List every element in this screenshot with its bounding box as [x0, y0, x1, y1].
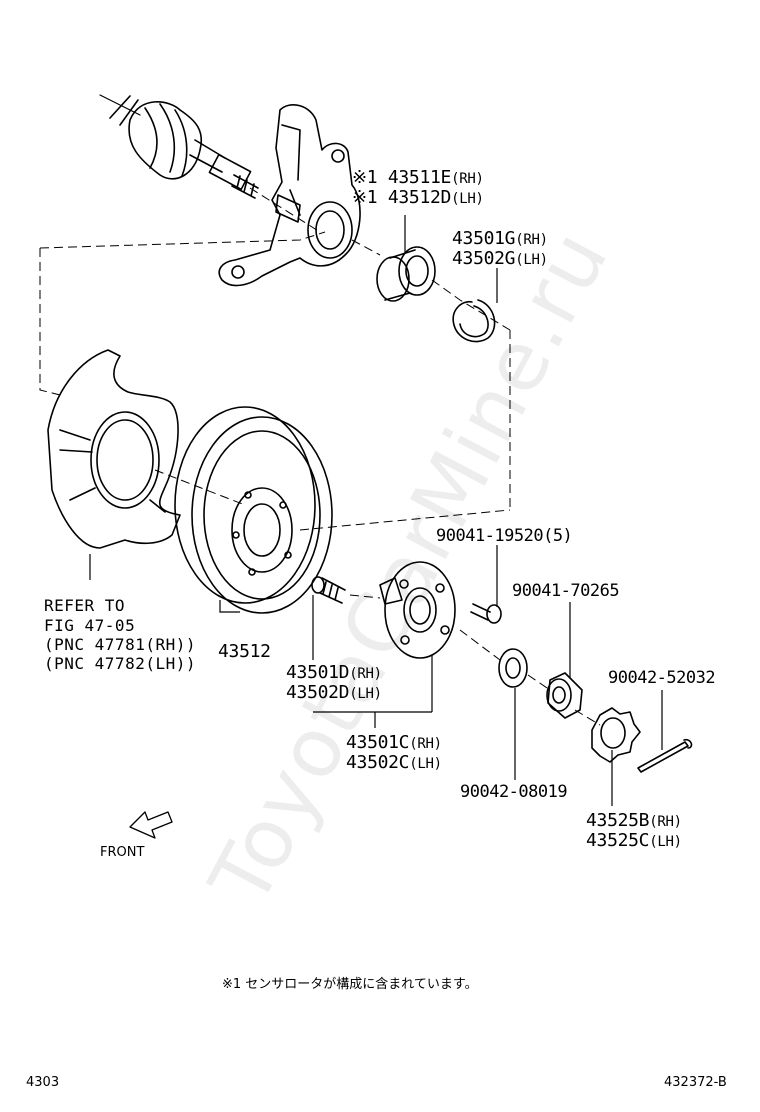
- nut-lock-cap: [591, 707, 641, 763]
- disc-dust-cover: [47, 349, 181, 549]
- refer-note-line1: REFER TO: [44, 596, 126, 615]
- illustration-code: 432372-B: [664, 1075, 727, 1090]
- brake-disc-rotor: [174, 406, 333, 614]
- cotter-pin: [637, 738, 693, 773]
- label-43511e: ※1 43511E(RH): [352, 167, 484, 188]
- footnote: ※1 センサロータが構成に含まれています。: [222, 977, 478, 992]
- label-43501g: 43501G(RH): [452, 228, 548, 249]
- refer-note-line2: FIG 47-05: [44, 616, 136, 635]
- front-label: FRONT: [100, 845, 145, 860]
- label-43502d: 43502D(LH): [286, 682, 382, 703]
- refer-note-line3: (PNC 47781(RH)): [44, 635, 196, 654]
- refer-note-line4: (PNC 47782(LH)): [44, 654, 196, 673]
- page-number: 4303: [26, 1075, 60, 1090]
- snap-ring: [452, 299, 496, 343]
- hub-mounting-bolt: [470, 603, 502, 624]
- steering-knuckle: [218, 104, 361, 287]
- leader-lines: [89, 215, 663, 806]
- lock-nut: [546, 672, 583, 719]
- label-43512d: ※1 43512D(LH): [352, 187, 484, 208]
- wheel-bearing: [376, 246, 436, 302]
- assembly-guide-lines: [39, 187, 601, 726]
- label-90042-52032: 90042-52032: [608, 668, 716, 688]
- label-43501c: 43501C(RH): [346, 732, 442, 753]
- label-43525c: 43525C(LH): [586, 830, 682, 851]
- label-43525b: 43525B(RH): [586, 810, 682, 831]
- label-43502g: 43502G(LH): [452, 248, 548, 269]
- label-90041-19520: 90041-19520(5): [436, 526, 573, 546]
- label-90042-08019: 90042-08019: [460, 782, 568, 802]
- washer: [498, 648, 528, 688]
- label-90041-70265: 90041-70265: [512, 581, 620, 601]
- drive-shaft: [99, 94, 259, 199]
- label-43501d: 43501D(RH): [286, 662, 382, 683]
- label-43512: 43512: [218, 641, 271, 662]
- front-arrow-icon: [129, 811, 173, 839]
- front-axle-hub: [379, 561, 456, 659]
- hub-bolt: [311, 576, 346, 604]
- label-43502c: 43502C(LH): [346, 752, 442, 773]
